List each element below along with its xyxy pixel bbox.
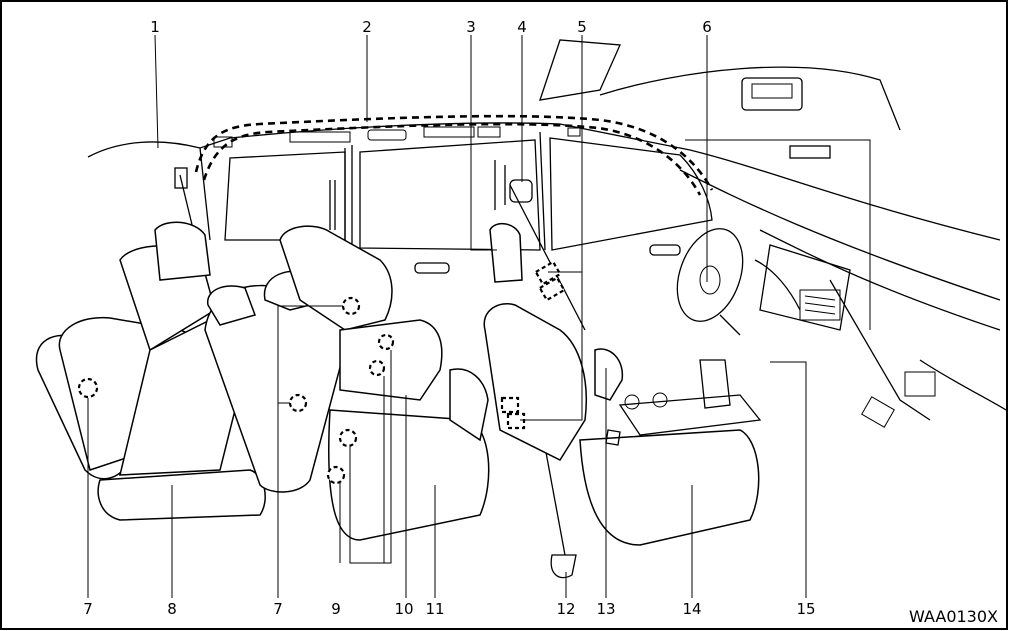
callout-8: 8 bbox=[167, 600, 177, 618]
callout-2: 2 bbox=[362, 18, 372, 36]
callout-14: 14 bbox=[682, 600, 701, 618]
callout-7-rear: 7 bbox=[83, 600, 93, 618]
callout-10: 10 bbox=[394, 600, 413, 618]
callout-11: 11 bbox=[425, 600, 444, 618]
callout-15: 15 bbox=[796, 600, 815, 618]
callout-9: 9 bbox=[331, 600, 341, 618]
callout-4: 4 bbox=[517, 18, 527, 36]
callout-3: 3 bbox=[466, 18, 476, 36]
callout-13: 13 bbox=[596, 600, 615, 618]
callout-12: 12 bbox=[556, 600, 575, 618]
callout-5: 5 bbox=[577, 18, 587, 36]
callout-6: 6 bbox=[702, 18, 712, 36]
callout-7-second-row: 7 bbox=[273, 600, 283, 618]
figure-code: WAA0130X bbox=[909, 607, 998, 626]
callout-1: 1 bbox=[150, 18, 160, 36]
